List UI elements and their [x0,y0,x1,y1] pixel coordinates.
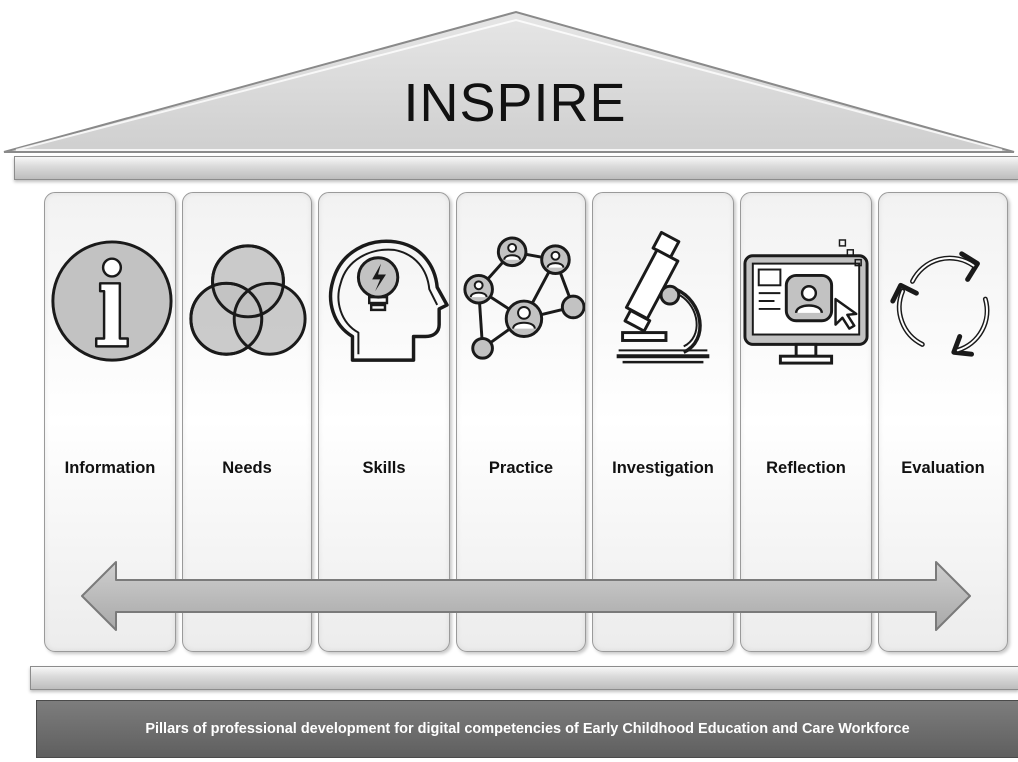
network-people-icon [463,236,585,360]
caption-banner: Pillars of professional development for … [36,700,1018,758]
computer-profile-icon [743,239,869,365]
pillar-label-information: Information [64,459,156,477]
pillar-label-reflection: Reflection [766,459,846,477]
head-lightbulb-icon [328,239,449,362]
microscope-icon [616,230,710,364]
roof-pediment [3,10,1015,153]
pillar-label-investigation: Investigation [612,459,714,477]
bottom-beam [30,666,1018,690]
top-beam [14,156,1018,180]
pillar-practice: Practice [456,192,586,652]
pillar-label-skills: Skills [362,459,406,477]
pillar-skills: Skills [318,192,450,652]
double-arrow [81,561,971,631]
pillar-investigation: Investigation [592,192,734,652]
pillar-label-practice: Practice [488,459,554,477]
pillar-reflection: Reflection [740,192,872,652]
info-icon [51,240,173,362]
title: INSPIRE [403,73,627,133]
pillar-label-needs: Needs [222,459,272,477]
pillar-label-evaluation: Evaluation [901,459,985,477]
pillar-information: Information [44,192,176,652]
pillar-needs: Needs [182,192,312,652]
venn-diagram-icon [189,244,307,356]
cycle-arrows-icon [890,251,990,357]
